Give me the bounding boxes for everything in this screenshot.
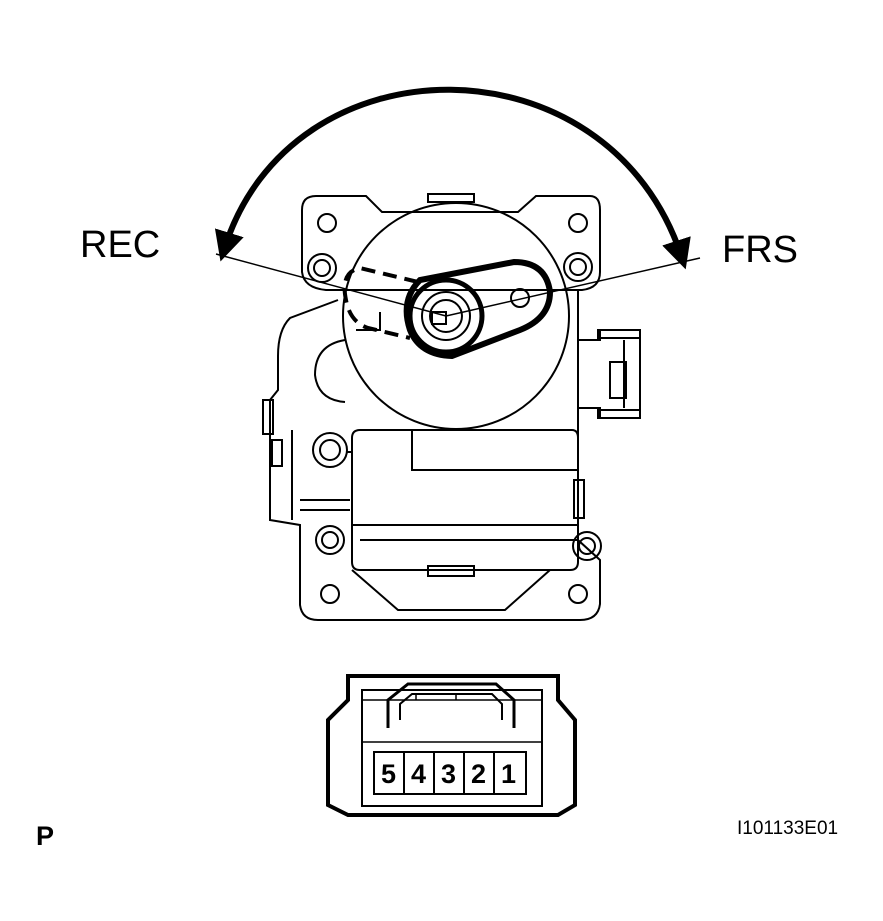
pin-1-label: 1 — [501, 759, 516, 789]
connector-face — [326, 674, 577, 817]
pin-2-label: 2 — [471, 759, 486, 789]
pin-5-label: 5 — [381, 759, 396, 789]
actuator-body — [262, 193, 641, 621]
rec-label: REC — [80, 224, 160, 266]
frs-position-line — [445, 257, 701, 317]
frs-label: FRS — [722, 229, 798, 271]
actuator-lever — [342, 258, 554, 360]
pin-3-label: 3 — [441, 759, 456, 789]
rotation-arrow — [214, 86, 691, 270]
figure-code: I101133E01 — [737, 818, 838, 839]
page-marker: P — [36, 821, 54, 851]
pin-4-label: 4 — [411, 759, 426, 789]
rec-position-line — [215, 253, 447, 317]
